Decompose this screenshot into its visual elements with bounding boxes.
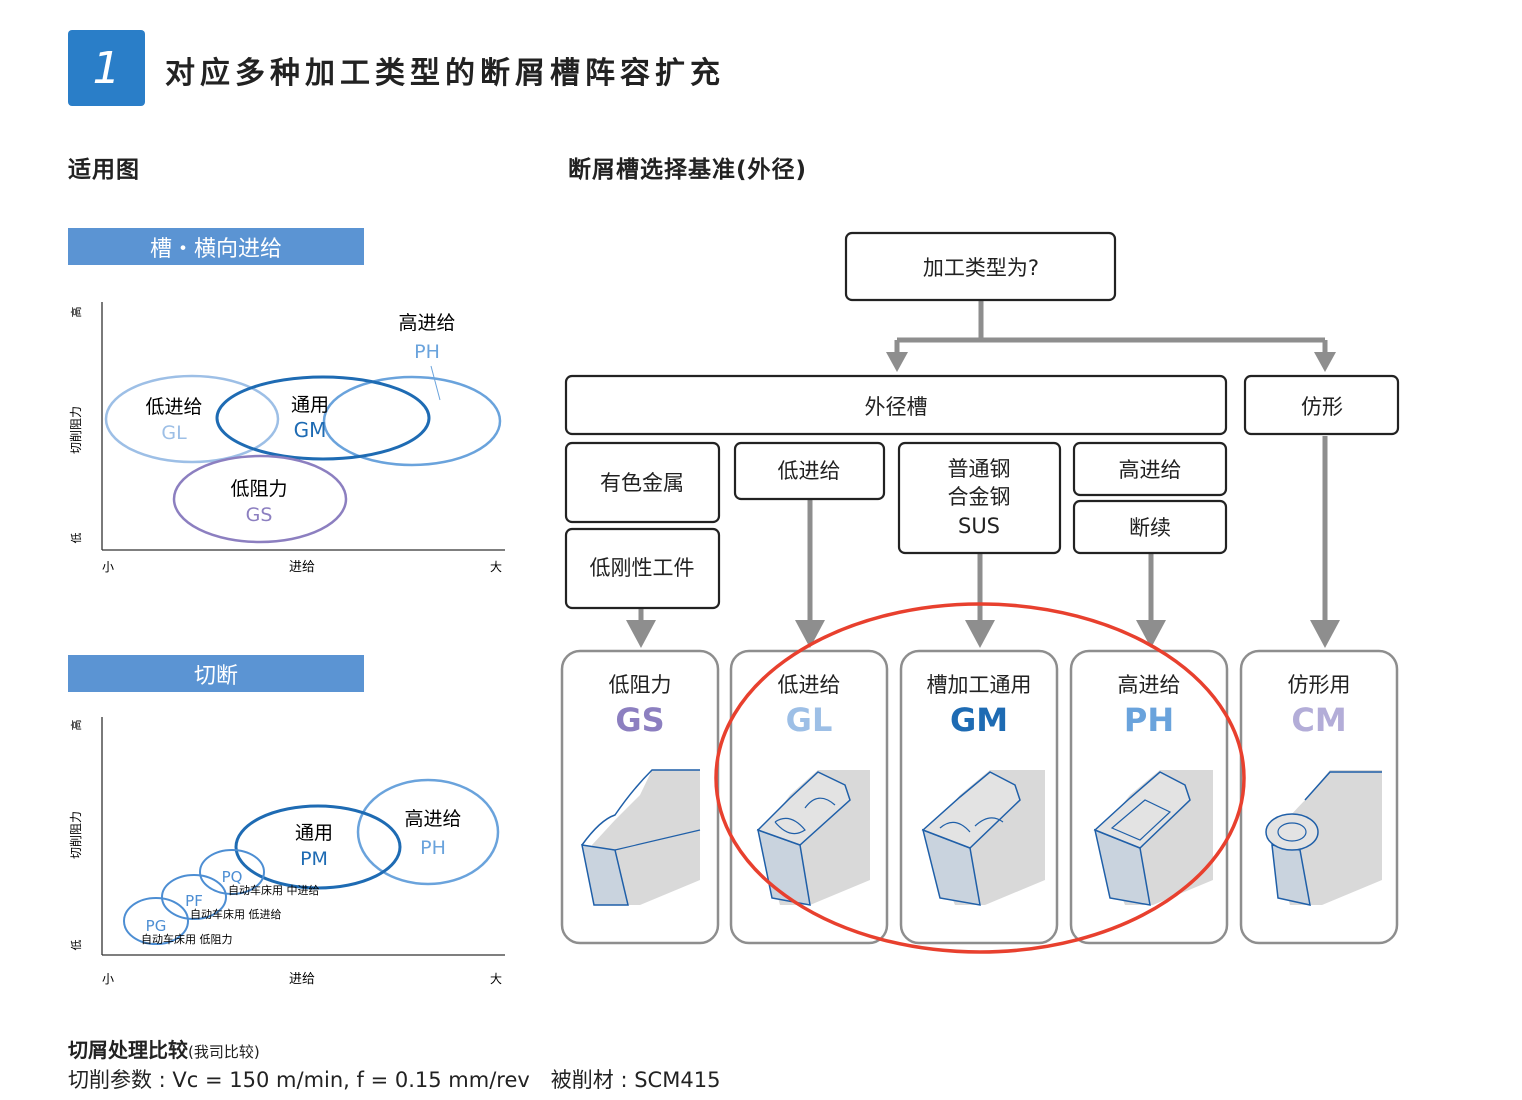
pf-code: PF [185,892,203,910]
applicability-title: 适用图 [68,157,140,183]
region-pg [123,897,189,945]
selection-title: 断屑槽选择基准(外径) [568,157,808,183]
chart2-y-label: 切削阻力 [69,811,83,859]
gl-name: 低进给 [145,396,202,418]
region-ph [322,375,502,467]
region-pm [234,804,402,890]
region-pf [161,874,227,920]
high-feed-label: 高进给 [1119,458,1182,482]
gm-code: GM [294,418,327,442]
ph2-code: PH [420,837,446,859]
card-ph-code: PH [1124,701,1174,739]
chart1-y-low: 低 [70,533,83,544]
card-gl-code: GL [786,701,833,739]
insert-gl-image [756,770,870,906]
high-feed-box [1072,441,1228,497]
pm-name: 通用 [295,822,333,844]
comparison-title-note: (我司比较) [188,1043,260,1061]
card-cm-name: 仿形用 [1288,673,1351,697]
nonferrous-box [564,441,721,524]
chart1: 高 切削阻力 低 小 进给 大 低进给 GL 通用 GM 高进给 PH 低阻力 … [69,302,505,575]
chart1-bar-label: 槽・横向进给 [149,236,282,262]
chart2-x-small: 小 [102,972,114,986]
ph2-name: 高进给 [404,808,461,830]
chart2: 高 切削阻力 低 小 进给 大 通用 PM 高进给 PH PQ 自动车床用 中进… [69,717,505,987]
gl-code: GL [161,422,187,444]
ph-name: 高进给 [398,312,455,334]
region-pq [199,849,265,895]
low-rigidity-label: 低刚性工件 [590,556,695,580]
outer-groove-label: 外径槽 [865,395,928,419]
insert-ph-image [1093,770,1213,906]
section-number-badge: 1 [68,30,145,106]
ph-code: PH [414,341,440,363]
steel-box [897,441,1062,555]
card-ph-name: 高进给 [1118,673,1181,697]
card-gm-name: 槽加工通用 [927,673,1032,697]
gs-code: GS [246,504,273,526]
region-gm [215,375,431,461]
chart2-bar-label: 切断 [193,663,238,689]
arrow-head-outer [886,352,908,372]
chart1-x-label: 进给 [289,560,315,575]
steel-label-3: SUS [958,514,1000,538]
chart2-x-large: 大 [490,972,502,986]
pg-code: PG [146,917,167,935]
chart1-y-high: 高 [69,307,83,318]
card-gs-code: GS [615,701,664,739]
chart2-x-label: 进给 [289,972,315,987]
card-gs-name: 低阻力 [609,673,672,697]
insert-cm-image [1265,770,1382,906]
insert-illustrations [581,769,1382,906]
region-gs [172,454,348,544]
pq-code: PQ [222,868,243,886]
card-gl-name: 低进给 [778,673,841,697]
region-ph2 [356,778,500,886]
profile-box [1243,374,1400,436]
arrow-head-profile [1314,352,1336,372]
ph-leader-line [430,365,441,401]
card-gm-code: GM [950,701,1008,739]
steel-label-2: 合金钢 [948,485,1011,509]
comparison-title-text: 切屑处理比较 [68,1038,188,1062]
root-label: 加工类型为? [923,256,1039,280]
root-connectors [894,300,1328,360]
page-title: 对应多种加工类型的断屑槽阵容扩充 [165,56,725,91]
gs-name: 低阻力 [230,478,287,500]
insert-gs-image [581,769,701,906]
pq-name: 自动车床用 中进给 [228,883,320,897]
outer-groove-box [564,374,1228,436]
root-box [844,231,1117,302]
pf-name: 自动车床用 低进给 [190,907,282,921]
chart1-x-small: 小 [102,560,114,574]
highlight-ellipse [714,602,1246,954]
chart1-y-label: 切削阻力 [69,406,83,454]
chart1-x-large: 大 [490,560,502,574]
pm-code: PM [300,848,328,870]
chart2-y-high: 高 [69,720,83,731]
insert-gm-image [921,770,1045,906]
interrupted-box [1072,499,1228,555]
cutting-params: 切削参数 : Vc = 150 m/min, f = 0.15 mm/rev 被… [68,1068,721,1092]
pg-name: 自动车床用 低阻力 [141,932,233,946]
low-rigidity-box [564,527,721,610]
card-arrow-heads [626,620,1340,648]
chart2-y-low: 低 [70,940,83,951]
low-feed-label: 低进给 [778,459,841,483]
comparison-title: 切屑处理比较(我司比较) [68,1034,260,1063]
card-cm-code: CM [1291,701,1346,739]
gm-name: 通用 [291,394,329,416]
region-gl [104,374,280,464]
profile-label: 仿形 [1301,395,1343,419]
nonferrous-label: 有色金属 [600,471,684,495]
chart1-bar: 槽・横向进给 [68,228,364,265]
steel-label-1: 普通钢 [948,457,1011,481]
low-feed-box [733,441,886,501]
chart2-bar: 切断 [68,655,364,692]
interrupted-label: 断续 [1129,516,1171,540]
